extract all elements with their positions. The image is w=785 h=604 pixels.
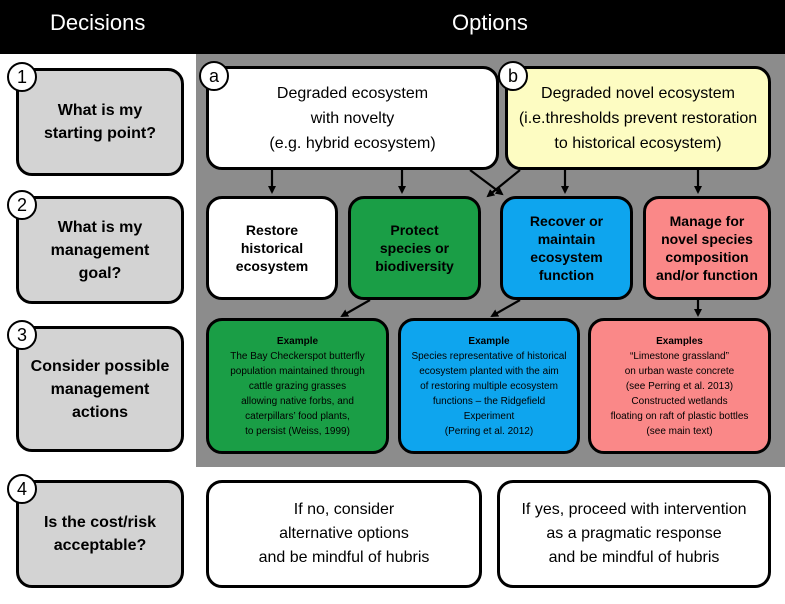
example-novel-text: “Limestone grassland” on urban waste con… — [610, 350, 749, 437]
goal-ecosystem-function-box: Recover or maintain ecosystem function — [500, 196, 633, 300]
example-butterfly-title: Example — [276, 335, 319, 347]
decision-2-box: What is my management goal? — [16, 196, 184, 304]
goal-protect-species-text: Protect species or biodiversity — [375, 222, 454, 274]
decision-2-text: What is my management goal? — [50, 218, 150, 282]
starting-point-a-text: Degraded ecosystem with novelty (e.g. hy… — [269, 84, 436, 152]
goal-restore-historical-text: Restore historical ecosystem — [235, 222, 309, 274]
example-butterfly-box: Example The Bay Checkerspot butterfly po… — [206, 318, 389, 454]
goal-novel-composition-text: Manage for novel species composition and… — [656, 213, 758, 283]
decision-4-number: 4 — [7, 474, 37, 504]
decision-1-text: What is my starting point? — [44, 102, 156, 142]
decision-3-box: Consider possible management actions — [16, 326, 184, 452]
decision-4-text: Is the cost/risk acceptable? — [43, 514, 157, 554]
starting-point-a-letter: a — [199, 61, 229, 91]
arrow-a-to-function — [469, 169, 504, 196]
options-heading: Options — [452, 10, 528, 35]
outcome-yes-text: If yes, proceed with intervention as a p… — [521, 501, 747, 566]
decision-1-box: What is my starting point? — [16, 68, 184, 176]
example-ridgefield-box: Example Species representative of histor… — [398, 318, 580, 454]
example-novel-box: Examples “Limestone grassland” on urban … — [588, 318, 771, 454]
goal-protect-species-box: Protect species or biodiversity — [348, 196, 481, 300]
decision-3-number: 3 — [7, 320, 37, 350]
example-ridgefield-text: Species representative of historical eco… — [411, 350, 567, 437]
arrow-protect-to-example — [340, 299, 371, 317]
goal-novel-composition-box: Manage for novel species composition and… — [643, 196, 771, 300]
decision-2-number: 2 — [7, 190, 37, 220]
example-ridgefield-title: Example — [468, 335, 510, 347]
starting-point-b-text: Degraded novel ecosystem (i.e.thresholds… — [518, 84, 758, 152]
example-butterfly-text: The Bay Checkerspot butterfly population… — [230, 350, 365, 437]
arrow-function-to-example — [490, 299, 521, 317]
decision-4-box: Is the cost/risk acceptable? — [16, 480, 184, 588]
header-bar: Decisions Options — [0, 0, 785, 54]
outcome-yes-box: If yes, proceed with intervention as a p… — [497, 480, 771, 588]
outcome-no-box: If no, consider alternative options and … — [206, 480, 482, 588]
outcome-no-text: If no, consider alternative options and … — [258, 501, 430, 566]
goal-ecosystem-function-text: Recover or maintain ecosystem function — [529, 213, 604, 283]
starting-point-b-letter: b — [498, 61, 528, 91]
goal-restore-historical-box: Restore historical ecosystem — [206, 196, 338, 300]
starting-point-b-box: Degraded novel ecosystem (i.e.thresholds… — [505, 66, 771, 170]
starting-point-a-box: Degraded ecosystem with novelty (e.g. hy… — [206, 66, 499, 170]
example-novel-title: Examples — [656, 335, 703, 347]
decision-3-text: Consider possible management actions — [30, 357, 170, 421]
decision-1-number: 1 — [7, 62, 37, 92]
arrow-b-to-protect — [486, 169, 521, 198]
decisions-heading: Decisions — [50, 10, 146, 35]
